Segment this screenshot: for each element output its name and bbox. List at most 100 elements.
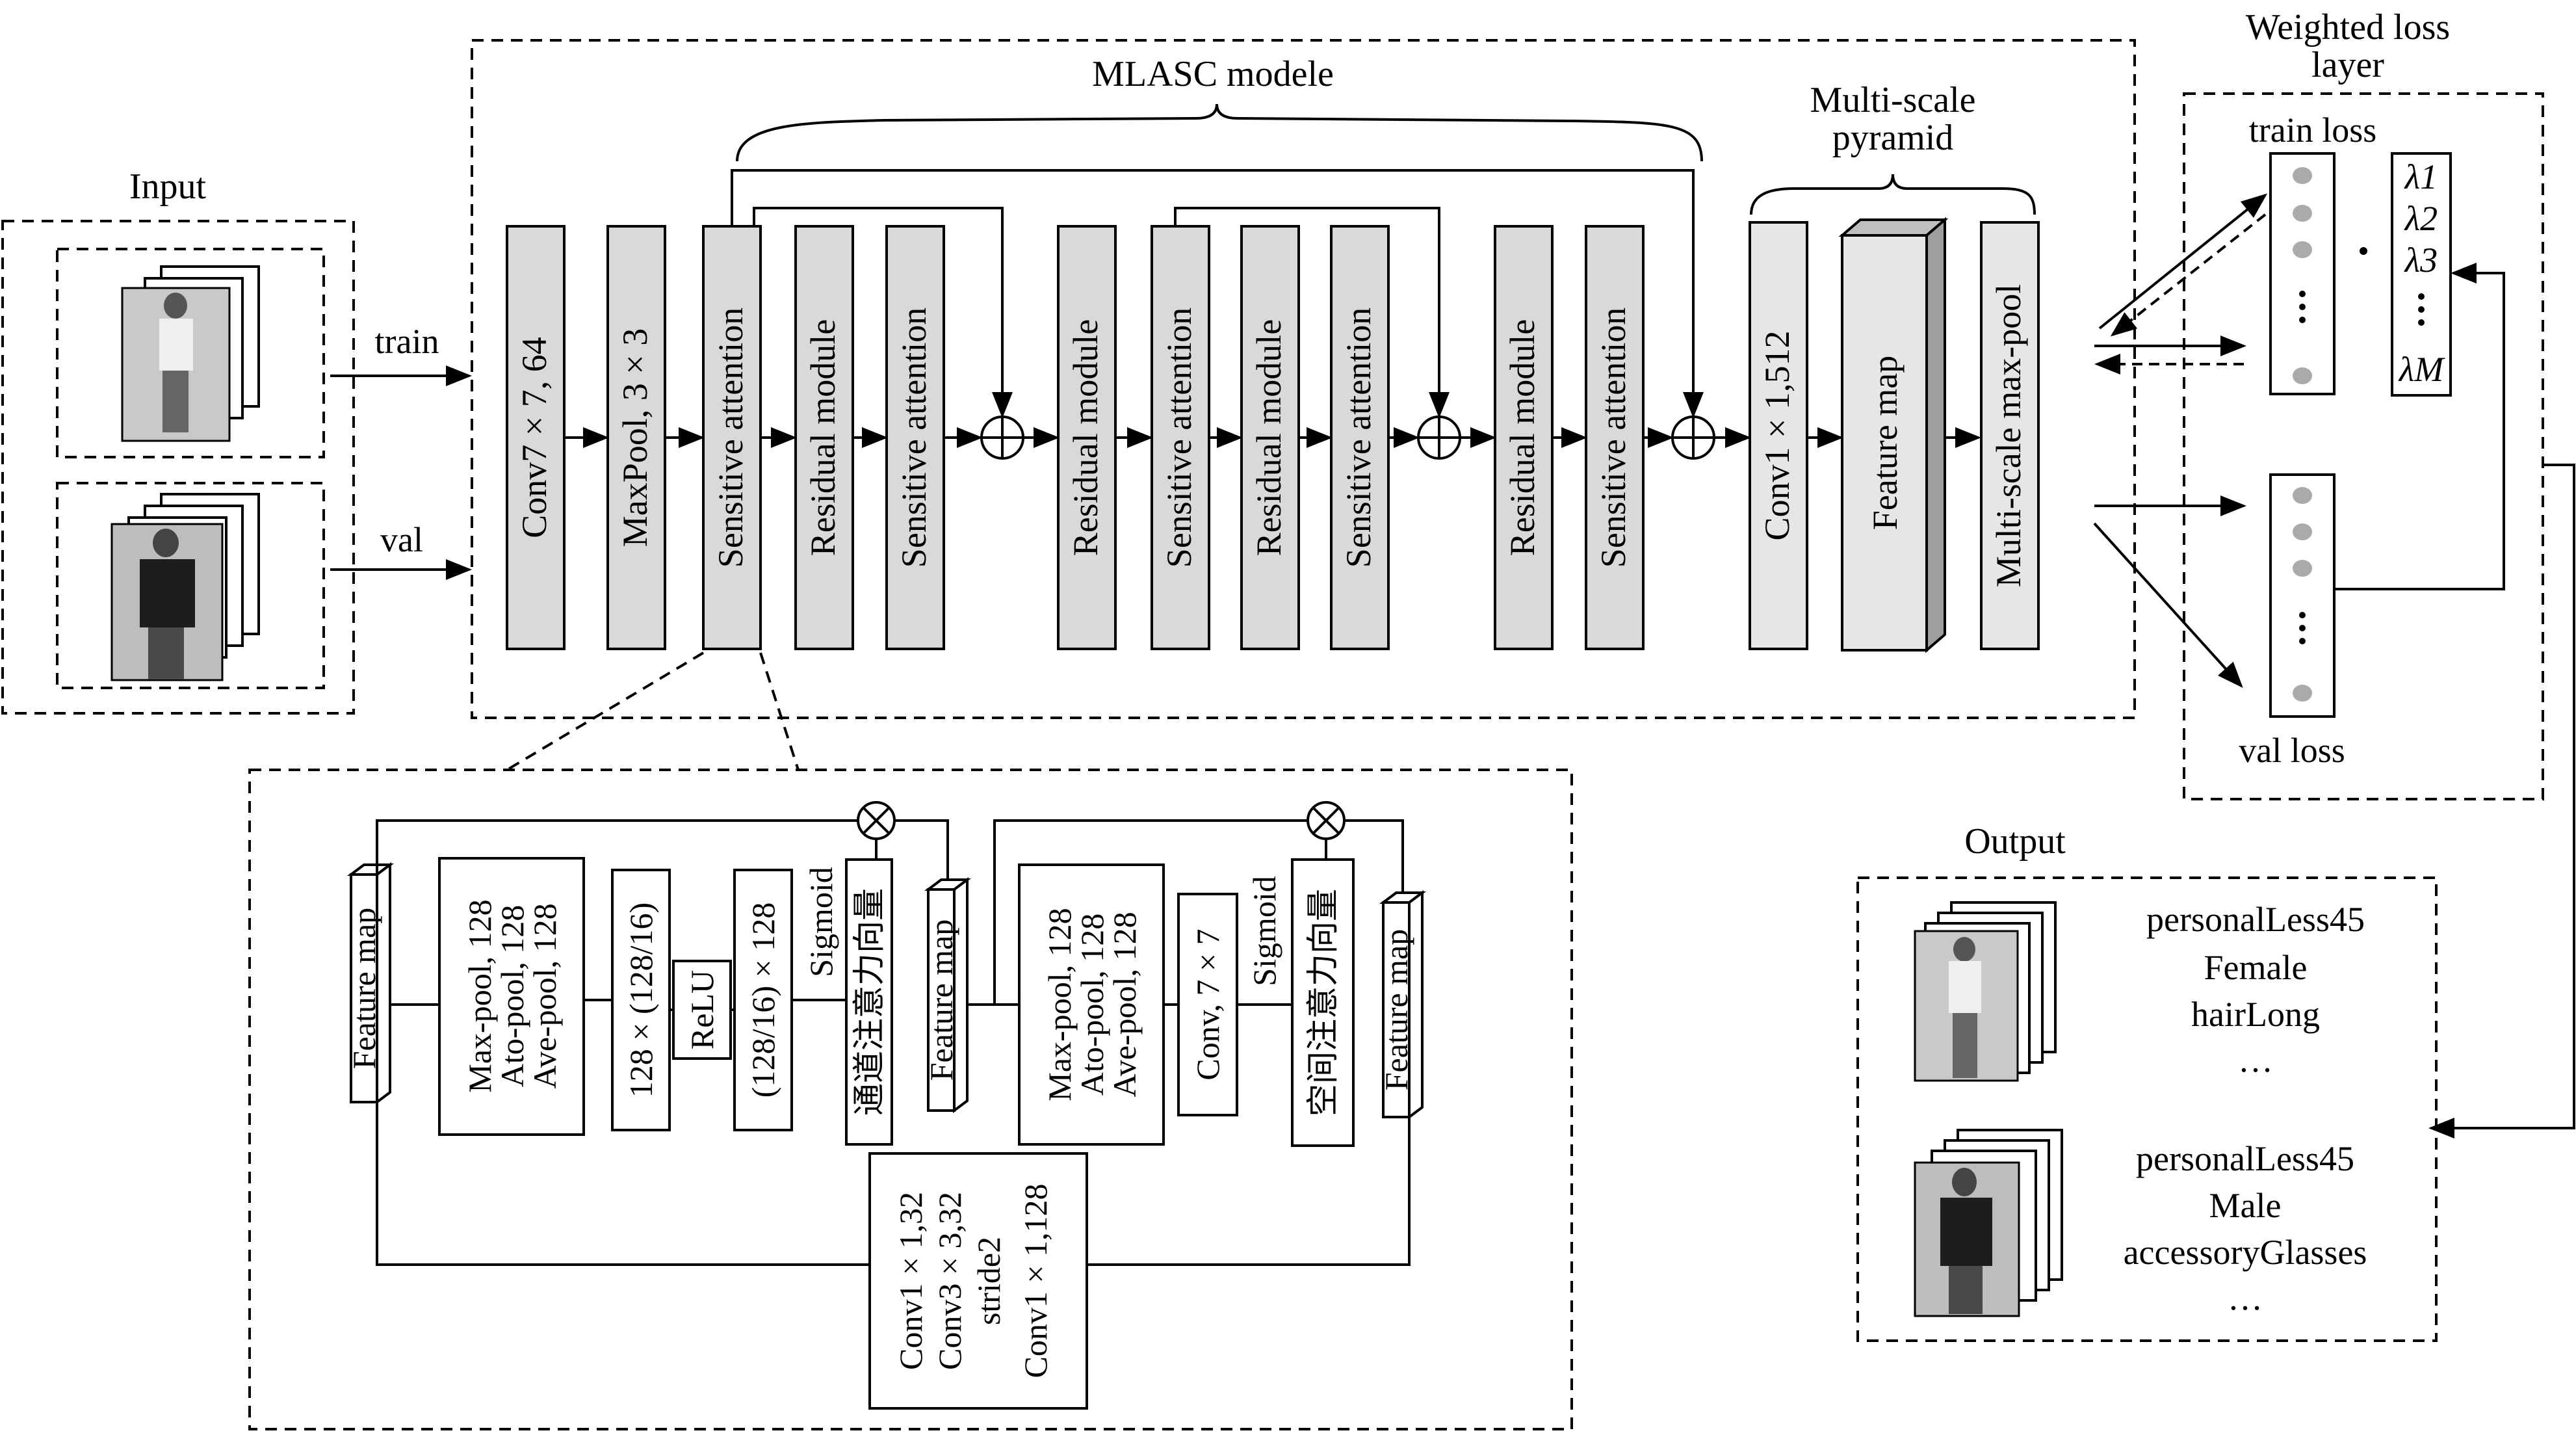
train-image-stack <box>121 265 260 442</box>
detail-shortcut-line4: Conv1 × 1,128 <box>1017 1183 1054 1378</box>
val-image-stack <box>111 493 260 681</box>
mlasc-block-attention-3-label: Sensitive attention <box>1160 308 1199 568</box>
mlasc-block-attention-2-label: Sensitive attention <box>894 308 933 568</box>
detail-pool-1-line1: Max-pool, 128 <box>462 899 498 1092</box>
loss-to-output-connector <box>2428 464 2575 1139</box>
output-2-line4: … <box>2228 1278 2263 1317</box>
lambda-weights: λ1 λ2 λ3 λM <box>2391 152 2452 397</box>
val-loss-label: val loss <box>2239 731 2345 770</box>
val-sample-frame <box>56 482 325 689</box>
input-panel: Input train val <box>1 166 472 715</box>
sum-node-1 <box>980 415 1024 460</box>
detail-channel-vector: 通道注意力向量 <box>845 858 893 1146</box>
detail-conv77-label: Conv, 7 × 7 <box>1190 928 1226 1080</box>
output-2-line1: personalLess45 <box>2136 1139 2354 1178</box>
detail-pool-block-2: Max-pool, 128 Ato-pool, 128 Ave-pool, 12… <box>1018 863 1165 1146</box>
mlasc-block-residual-4-label: Residual module <box>1503 319 1542 556</box>
output-panel: Output personalLess45 Female hairLong … … <box>1856 821 2438 1342</box>
detail-feature-map-3-label: Feature map <box>1378 929 1414 1091</box>
mlasc-block-attention-5: Sensitive attention <box>1585 225 1645 650</box>
detail-shortcut-block: Conv1 × 1,32 Conv3 × 3,32 stride2 Conv1 … <box>868 1152 1088 1410</box>
pyramid-block-maxpool-label: Multi-scale max-pool <box>1989 284 2028 587</box>
input-title: Input <box>129 166 207 207</box>
detail-multiply-2 <box>1307 801 1346 840</box>
detail-relu-label: ReLU <box>684 970 720 1049</box>
pyramid-feature-map-label: Feature map <box>1866 356 1905 530</box>
mlasc-block-maxpool: MaxPool, 3 × 3 <box>606 225 666 650</box>
loss-panel-border <box>2183 92 2544 800</box>
lambda-3: λ3 <box>2404 241 2438 280</box>
pyramid-title-line1: Multi-scale <box>1810 80 1975 120</box>
output-image-stack-1 <box>1914 901 2057 1082</box>
detail-multiply-1 <box>857 801 896 840</box>
loss-title-line2: layer <box>2311 45 2384 85</box>
pyramid-to-loss-arrows <box>2093 193 2268 688</box>
loss-panel: Weighted loss layer train loss val loss … <box>2183 7 2544 800</box>
mlasc-block-attention-4: Sensitive attention <box>1330 225 1390 650</box>
mlasc-block-attention-2: Sensitive attention <box>885 225 945 650</box>
train-loss-label: train loss <box>2249 111 2377 150</box>
lambda-1: λ1 <box>2404 157 2438 196</box>
detail-conv77-block: Conv, 7 × 7 <box>1177 893 1238 1116</box>
train-sample-frame <box>56 248 325 458</box>
attention-detail-panel: Feature map Feature map Feature map Max-… <box>248 652 1573 1430</box>
mlasc-block-attention-3: Sensitive attention <box>1151 225 1210 650</box>
detail-pool-2-line3: Ave-pool, 128 <box>1106 912 1143 1097</box>
detail-sigmoid-1: Sigmoid <box>803 867 839 977</box>
zoom-line-left <box>506 652 705 771</box>
mlasc-block-residual-1: Residual module <box>794 225 854 650</box>
mlasc-block-residual-4: Residual module <box>1494 225 1554 650</box>
mlasc-block-maxpool-label: MaxPool, 3 × 3 <box>616 328 655 547</box>
detail-pool-1-line2: Ato-pool, 128 <box>494 905 530 1088</box>
detail-channel-vector-label: 通道注意力向量 <box>851 888 887 1116</box>
output-image-stack-2 <box>1914 1129 2063 1317</box>
mlasc-block-residual-3: Residual module <box>1240 225 1300 650</box>
detail-feature-map-2: Feature map <box>923 877 971 1113</box>
detail-sigmoid-2: Sigmoid <box>1246 876 1282 986</box>
sum-node-2 <box>1417 415 1461 460</box>
dot-product-icon <box>2360 247 2367 255</box>
mlasc-block-residual-3-label: Residual module <box>1249 319 1288 556</box>
detail-shortcut-line1: Conv1 × 1,32 <box>892 1192 929 1370</box>
detail-pool-2-line1: Max-pool, 128 <box>1041 908 1078 1101</box>
detail-feature-map-2-label: Feature map <box>923 919 959 1081</box>
lambda-2: λ2 <box>2404 199 2438 238</box>
output-1-line3: hairLong <box>2191 995 2320 1034</box>
mlasc-brace <box>736 103 1703 162</box>
detail-spatial-vector-label: 空间注意力向量 <box>1305 889 1341 1116</box>
detail-feature-map-1: Feature map <box>346 862 394 1105</box>
mlasc-block-conv7-label: Conv7 × 7, 64 <box>515 337 554 538</box>
output-title: Output <box>1964 821 2066 862</box>
detail-relu-block: ReLU <box>672 960 732 1060</box>
val-label: val <box>380 520 423 559</box>
loss-title-line1: Weighted loss <box>2246 7 2450 47</box>
mlasc-block-attention-1: Sensitive attention <box>702 225 762 650</box>
skip-connection-long <box>731 169 1704 418</box>
pyramid-brace <box>1750 174 2036 215</box>
output-2-line2: Male <box>2209 1186 2282 1225</box>
mlasc-title: MLASC modele <box>1092 54 1334 94</box>
detail-pool-block-1: Max-pool, 128 Ato-pool, 128 Ave-pool, 12… <box>438 857 585 1136</box>
attention-detail-border <box>248 769 1573 1430</box>
val-loss-vector <box>2269 473 2335 718</box>
output-2-line3: accessoryGlasses <box>2124 1233 2367 1272</box>
mlasc-block-conv7: Conv7 × 7, 64 <box>506 225 566 650</box>
output-panel-border <box>1856 876 2438 1342</box>
detail-pool-1-line3: Ave-pool, 128 <box>527 903 563 1088</box>
pyramid-title-line2: pyramid <box>1832 118 1954 158</box>
mlasc-block-residual-1-label: Residual module <box>803 319 842 556</box>
mlasc-block-attention-5-label: Sensitive attention <box>1594 308 1633 568</box>
mlasc-block-residual-2-label: Residual module <box>1066 319 1105 556</box>
skip-connection-2 <box>1174 207 1450 418</box>
detail-fc2-block: (128/16) × 128 <box>733 869 793 1131</box>
output-1-line4: … <box>2238 1040 2273 1079</box>
mlasc-block-attention-4-label: Sensitive attention <box>1339 308 1378 568</box>
train-loss-vector <box>2269 152 2335 395</box>
sum-node-3 <box>1671 415 1715 460</box>
detail-fc1-label: 128 × (128/16) <box>623 902 659 1098</box>
output-1-line2: Female <box>2204 948 2308 987</box>
pyramid-block-conv1-label: Conv1 × 1,512 <box>1758 331 1797 541</box>
input-panel-border <box>1 220 355 715</box>
mlasc-block-attention-1-label: Sensitive attention <box>711 308 750 568</box>
